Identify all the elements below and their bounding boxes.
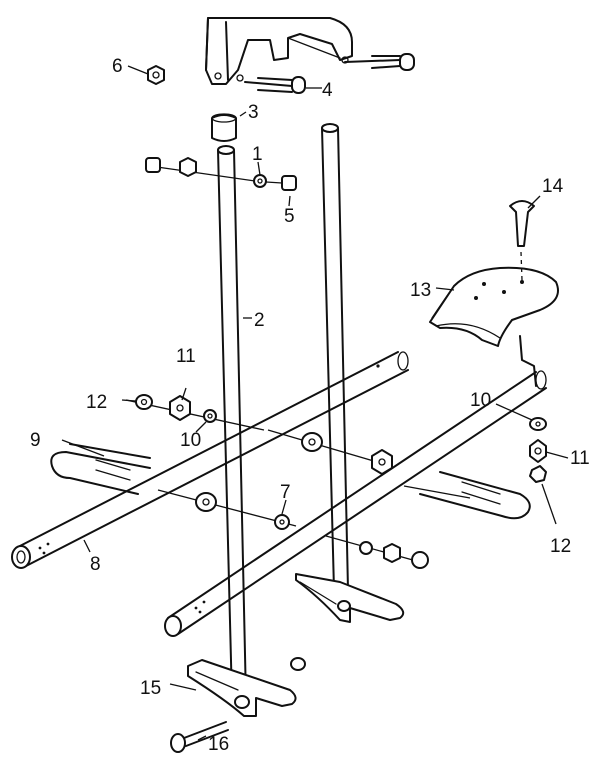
bolt-4-upper — [344, 53, 415, 71]
crossbar-8 — [11, 351, 409, 569]
cap-3 — [211, 113, 237, 142]
label-11-left: 11 — [176, 346, 196, 367]
label-10-right: 10 — [470, 390, 491, 411]
middle-hardware — [157, 429, 471, 569]
label-6: 6 — [112, 56, 123, 77]
label-7: 7 — [280, 482, 291, 503]
bolt-14 — [509, 200, 535, 281]
label-12-right: 12 — [550, 536, 571, 557]
label-1: 1 — [252, 144, 263, 165]
leader-lines — [61, 65, 569, 741]
crossbar-right — [164, 370, 547, 637]
label-8: 8 — [90, 554, 101, 575]
bolt-16 — [170, 721, 229, 753]
seat-13 — [429, 266, 559, 387]
label-2: 2 — [254, 310, 265, 331]
label-9: 9 — [30, 430, 41, 451]
label-15: 15 — [140, 678, 161, 699]
nut-6 — [147, 65, 165, 85]
top-bracket — [205, 17, 353, 85]
label-10-left: 10 — [180, 430, 201, 451]
foot-bracket-15 — [187, 657, 306, 717]
u-bolt-9 — [50, 443, 151, 495]
hardware-right-10-11-12 — [529, 417, 547, 483]
label-5: 5 — [284, 206, 295, 227]
foot-bracket-right — [295, 573, 405, 623]
label-3: 3 — [248, 102, 259, 123]
label-16: 16 — [208, 734, 229, 755]
bolt-4-lower — [244, 76, 306, 94]
hardware-1-5 — [145, 157, 297, 191]
hardware-left-10-11-12 — [125, 394, 265, 431]
u-bolt-right — [419, 471, 531, 520]
label-4: 4 — [322, 80, 333, 101]
label-13: 13 — [410, 280, 431, 301]
upright-right — [321, 123, 349, 591]
label-14: 14 — [542, 176, 564, 197]
label-11-right: 11 — [570, 448, 590, 469]
label-12-left: 12 — [86, 392, 107, 413]
